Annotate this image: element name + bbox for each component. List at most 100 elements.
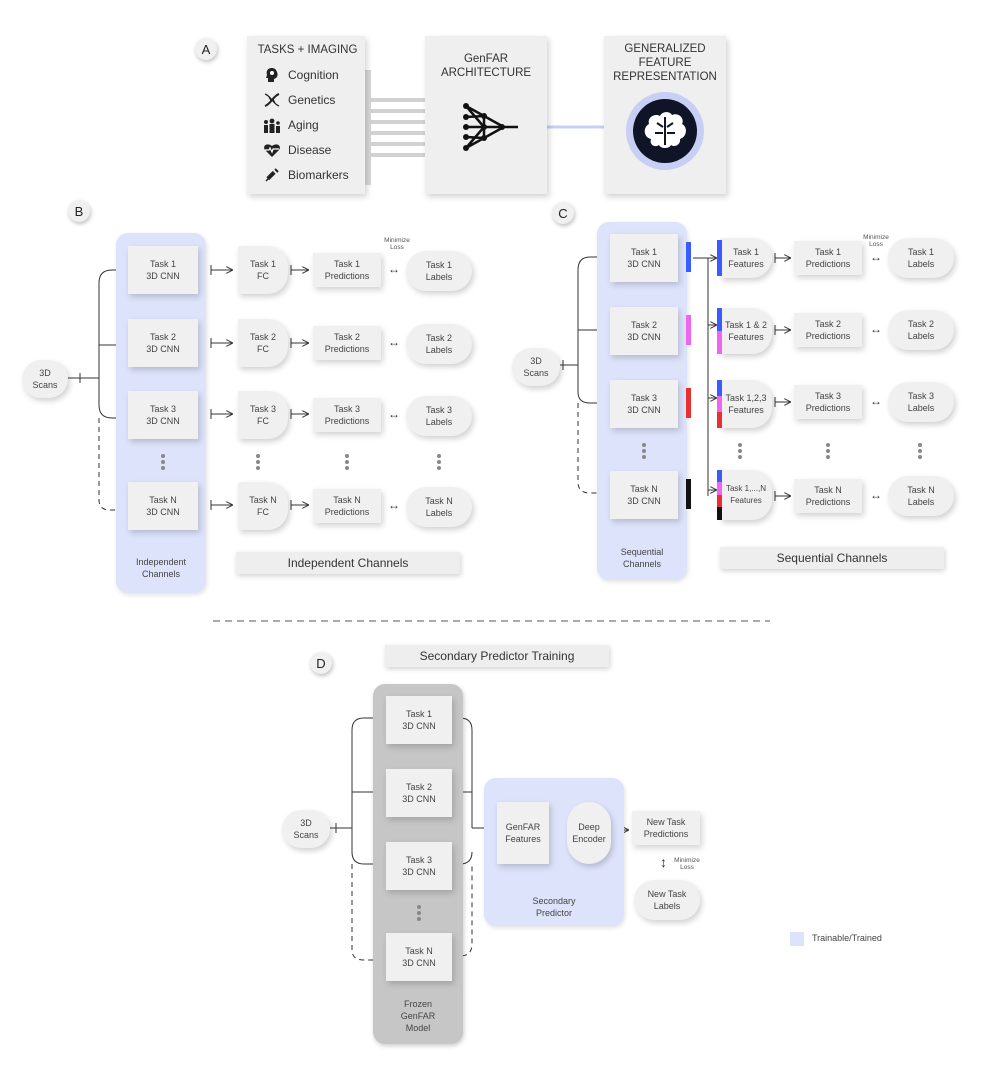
c-loss-arrow-n: ↔ (870, 488, 882, 502)
b-minimize-loss: Minimize Loss (384, 237, 410, 251)
b-pred-n: Task N Predictions (313, 489, 381, 523)
head-brain-icon (262, 67, 282, 83)
c-feature-seg (717, 240, 722, 276)
category-cognition: Cognition (262, 67, 339, 83)
neural-network-icon (463, 103, 518, 151)
b-cnn-1: Task 1 3D CNN (128, 246, 198, 294)
b-pred-ellipsis (345, 454, 349, 472)
panel-c-badge: C (552, 202, 574, 224)
b-labels-3: Task 3 Labels (406, 396, 472, 436)
b-cnn-3: Task 3 3D CNN (128, 391, 198, 439)
secondary-predictor-label: Secondary Predictor (532, 896, 576, 918)
c-labels-n: Task N Labels (888, 476, 954, 516)
c-pred-3: Task 3 Predictions (794, 385, 862, 419)
new-task-labels: New Task Labels (634, 880, 700, 920)
b-labels-1: Task 1 Labels (406, 251, 472, 291)
d-minimize-loss: Minimize Loss (674, 857, 700, 871)
b-loss-arrow-n: ↔ (388, 498, 400, 512)
b-cnn-2: Task 2 3D CNN (128, 319, 198, 367)
brain-icon (633, 99, 697, 163)
c-labels-3: Task 3 Labels (888, 382, 954, 422)
c-pred-2: Task 2 Predictions (794, 313, 862, 347)
c-feature-seg (717, 380, 722, 396)
category-aging: Aging (262, 117, 319, 133)
c-labels-2: Task 2 Labels (888, 310, 954, 350)
legend-label: Trainable/Trained (812, 933, 882, 943)
c-cnn-1: Task 1 3D CNN (610, 234, 678, 282)
c-input-scans: 3D Scans (512, 348, 560, 386)
dna-icon (262, 92, 282, 108)
c-labels-1: Task 1 Labels (888, 238, 954, 278)
people-icon (262, 117, 282, 133)
c-feature-seg (717, 412, 722, 428)
b-loss-arrow-1: ↔ (388, 262, 400, 276)
genfar-features-box: GenFAR Features (497, 802, 549, 864)
representation-title: GENERALIZED FEATURE REPRESENTATION (613, 43, 717, 83)
b-labels-ellipsis (437, 454, 441, 472)
d-cnn-ellipsis (417, 905, 421, 923)
b-labels-2: Task 2 Labels (406, 324, 472, 364)
deep-encoder-box: Deep Encoder (567, 802, 611, 864)
syringe-icon (262, 167, 282, 183)
d-cnn-2: Task 2 3D CNN (386, 769, 452, 817)
independent-channels-banner: Independent Channels (236, 552, 460, 574)
b-loss-arrow-3: ↔ (388, 407, 400, 421)
c-cnn-3: Task 3 3D CNN (610, 380, 678, 428)
c-labels-ellipsis (918, 443, 922, 461)
d-input-scans: 3D Scans (282, 810, 330, 848)
category-disease: Disease (262, 142, 331, 158)
b-cnn-ellipsis (161, 454, 165, 472)
b-loss-arrow-2: ↔ (388, 335, 400, 349)
c-loss-arrow-3: ↔ (870, 394, 882, 408)
category-label: Biomarkers (288, 168, 349, 182)
c-feature-bar-1 (686, 242, 691, 272)
c-feature-bar-n (686, 479, 691, 509)
secondary-predictor-banner: Secondary Predictor Training (385, 645, 609, 667)
heartbeat-icon (262, 142, 282, 158)
b-fc-n: Task N FC (238, 482, 288, 530)
independent-channels-label: Independent Channels (135, 557, 187, 579)
c-feature-bar-3 (686, 388, 691, 418)
c-loss-arrow-2: ↔ (870, 322, 882, 336)
b-pred-2: Task 2 Predictions (313, 326, 381, 360)
panel-b-badge: B (68, 200, 90, 222)
panel-d-badge: D (310, 652, 332, 674)
c-features-3: Task 1,2,3 Features (720, 380, 772, 428)
category-label: Disease (288, 143, 332, 157)
c-cnn-n: Task N 3D CNN (610, 471, 678, 519)
c-features-1: Task 1 Features (720, 238, 772, 278)
c-minimize-loss: Minimize Loss (863, 234, 889, 248)
c-feature-bar-2 (686, 315, 691, 345)
category-biomarkers: Biomarkers (262, 167, 349, 183)
c-feature-seg (717, 495, 722, 507)
frozen-genfar-label: Frozen GenFAR Model (400, 999, 436, 1033)
d-cnn-n: Task N 3D CNN (386, 933, 452, 981)
b-pred-1: Task 1 Predictions (313, 253, 381, 287)
category-label: Aging (288, 118, 319, 132)
c-pred-1: Task 1 Predictions (794, 241, 862, 275)
c-feature-seg (717, 507, 722, 520)
category-label: Cognition (288, 68, 339, 82)
architecture-title: GenFAR ARCHITECTURE (440, 53, 532, 79)
b-fc-1: Task 1 FC (238, 246, 288, 294)
new-task-predictions: New Task Predictions (632, 811, 700, 845)
c-features-n: Task 1,...,N Features (720, 470, 772, 520)
b-cnn-n: Task N 3D CNN (128, 482, 198, 530)
c-feature-seg (717, 396, 722, 412)
b-input-scans: 3D Scans (22, 360, 68, 398)
sequential-channels-label: Sequential Channels (620, 547, 664, 569)
b-fc-2: Task 2 FC (238, 319, 288, 367)
c-feature-seg (717, 331, 722, 354)
c-feature-seg (717, 470, 722, 482)
legend-swatch (790, 932, 804, 946)
c-pred-n: Task N Predictions (794, 479, 862, 513)
c-feature-seg (717, 482, 722, 495)
c-loss-arrow-1: ↔ (870, 250, 882, 264)
sequential-channels-banner: Sequential Channels (720, 547, 944, 569)
b-pred-3: Task 3 Predictions (313, 398, 381, 432)
b-labels-n: Task N Labels (406, 487, 472, 527)
c-features-2: Task 1 & 2 Features (720, 308, 772, 354)
c-feature-seg (717, 308, 722, 331)
b-fc-ellipsis (256, 454, 260, 472)
category-label: Genetics (288, 93, 336, 107)
